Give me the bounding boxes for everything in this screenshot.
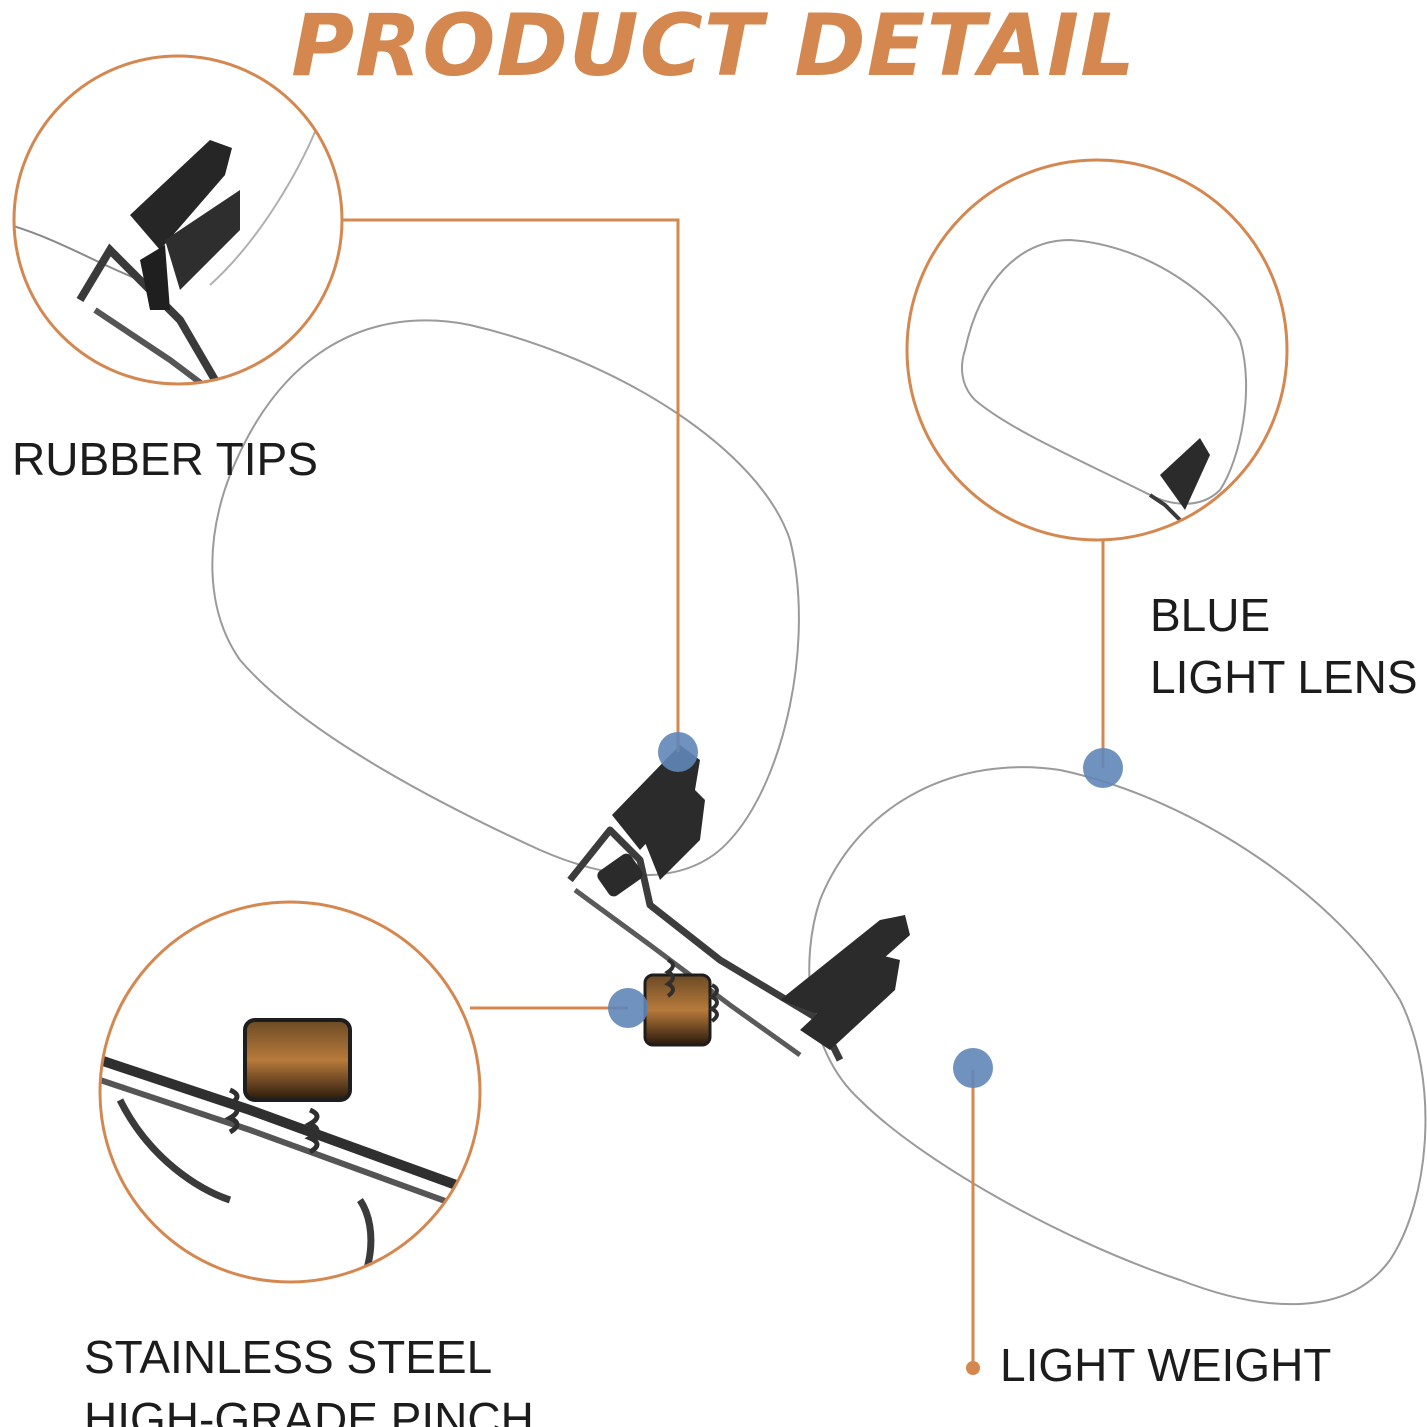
clip-on-glasses-icon <box>211 319 1427 1306</box>
blue-light-lens-label: BLUE LIGHT LENS <box>1150 584 1418 708</box>
blue-light-lens-line1: BLUE <box>1150 589 1271 641</box>
light-weight-marker <box>953 1048 993 1088</box>
lens-zoom-icon <box>905 158 1289 542</box>
light-weight-label: LIGHT WEIGHT <box>1000 1339 1332 1391</box>
callout-leader-lines <box>342 218 1105 1365</box>
stainless-steel-label: STAINLESS STEEL HIGH-GRADE PINCH <box>84 1326 534 1427</box>
stainless-steel-line2: HIGH-GRADE PINCH <box>84 1393 534 1427</box>
light-weight-end-dot <box>966 1361 980 1375</box>
blue-light-lens-line2: LIGHT LENS <box>1150 651 1418 703</box>
left-lens <box>211 319 800 877</box>
rubber-tips-marker <box>658 732 698 772</box>
rubber-tip-zoom-icon <box>12 54 344 386</box>
page-title: PRODUCT DETAIL <box>291 0 1136 96</box>
blue-light-lens-marker <box>1083 748 1123 788</box>
stainless-steel-line1: STAINLESS STEEL <box>84 1331 493 1383</box>
hinge-spring-zoom-icon <box>98 900 482 1284</box>
rubber-tips-label: RUBBER TIPS <box>12 433 318 485</box>
right-lens <box>808 766 1427 1306</box>
stainless-steel-marker <box>608 988 648 1028</box>
